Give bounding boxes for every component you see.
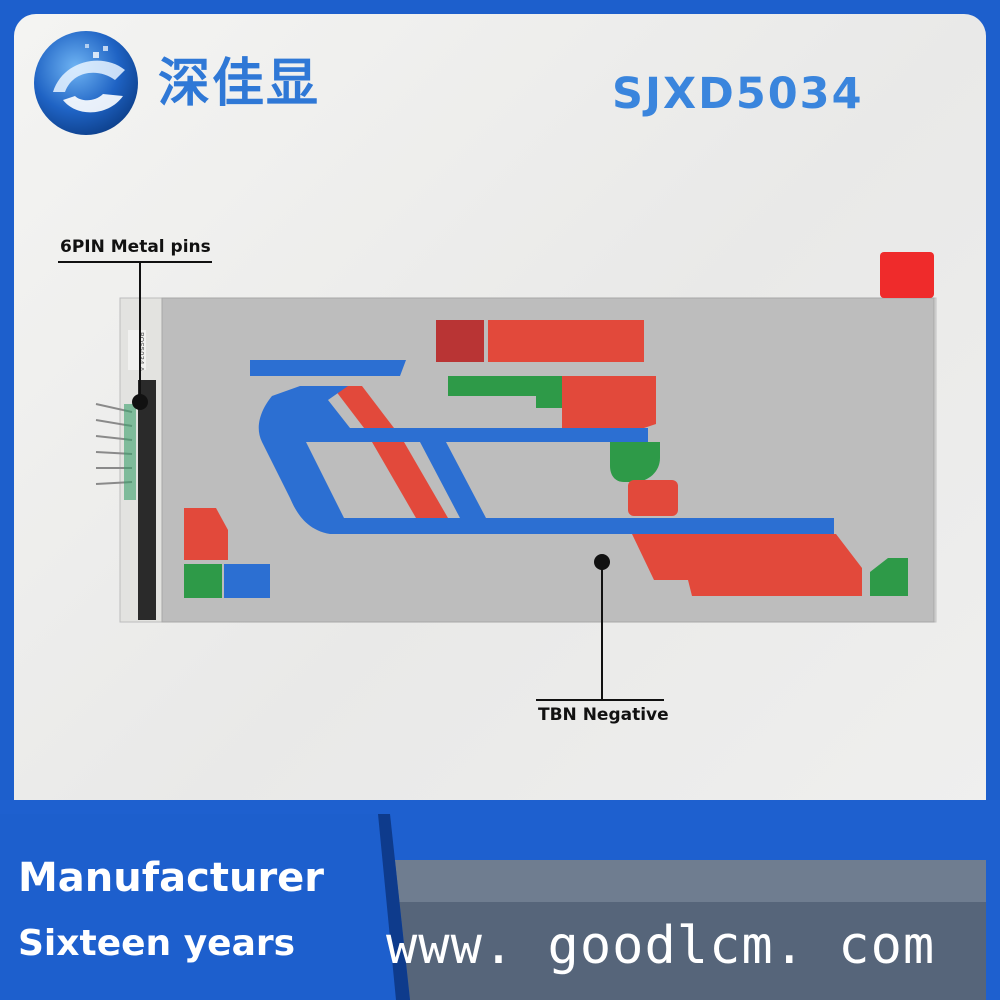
segment-blue-diag bbox=[420, 442, 486, 518]
pins-callout-label: 6PIN Metal pins bbox=[60, 237, 211, 257]
segment-red-top bbox=[488, 320, 644, 362]
black-fpc bbox=[138, 380, 156, 620]
callout-display bbox=[536, 554, 664, 701]
segment-red-diag-1 bbox=[332, 386, 394, 428]
banner-years: Sixteen years bbox=[18, 923, 296, 964]
company-logo-icon bbox=[34, 31, 138, 135]
segment-green-round bbox=[610, 442, 660, 482]
website-url[interactable]: www. goodlcm. com bbox=[386, 916, 936, 976]
segment-red-square bbox=[628, 480, 678, 516]
segment-red-small bbox=[436, 320, 484, 362]
model-number: SJXD5034 bbox=[612, 69, 864, 119]
segment-blue-top bbox=[250, 360, 406, 376]
segment-green-bar bbox=[448, 376, 562, 408]
segment-red-left bbox=[184, 508, 228, 560]
brand-name: 深佳显 bbox=[158, 54, 321, 114]
segment-green-corner bbox=[870, 558, 908, 596]
segment-red-diag-2 bbox=[372, 442, 448, 518]
segment-red-block bbox=[562, 376, 656, 428]
callout-pins bbox=[58, 261, 212, 410]
segment-red-bottom bbox=[632, 534, 862, 596]
segment-blue-left bbox=[224, 564, 270, 598]
display-callout-label: TBN Negative bbox=[538, 705, 669, 725]
film-pull-tab bbox=[880, 252, 934, 298]
segment-green-left bbox=[184, 564, 222, 598]
segment-blue-loop bbox=[258, 386, 834, 534]
banner-manufacturer: Manufacturer bbox=[18, 855, 325, 901]
banner-background bbox=[0, 800, 1000, 1000]
